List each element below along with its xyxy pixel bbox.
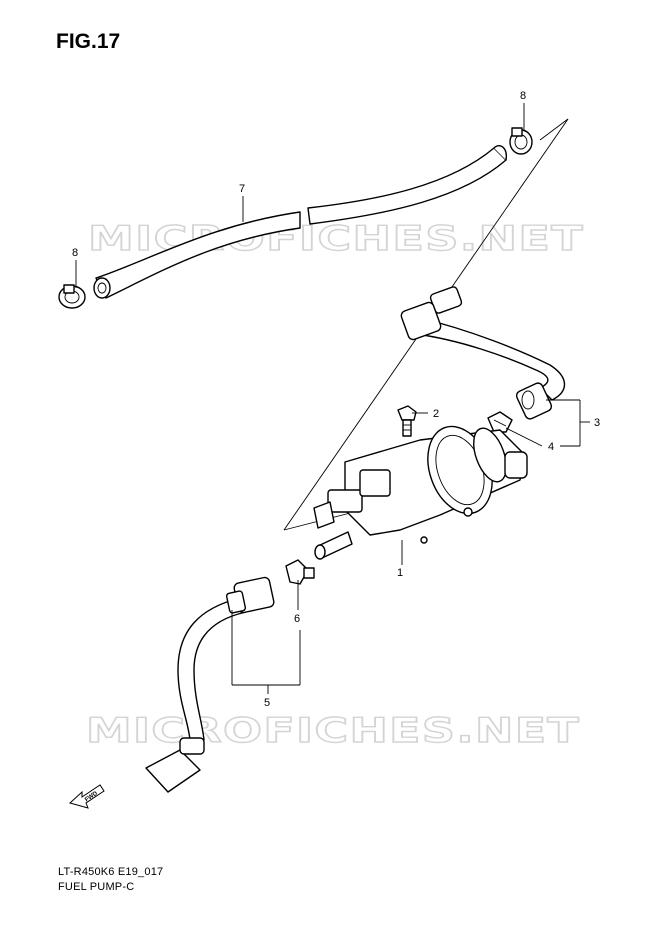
callout-2: 2 [433,408,439,420]
watermark-bottom: MICROFICHES.NET [86,711,580,751]
group-name: FUEL PUMP-C [58,881,135,893]
bolt-2 [397,405,417,437]
fuel-pump-1 [313,425,528,560]
figure-title: FIG.17 [56,30,121,53]
callout-8-top: 8 [520,90,526,102]
model-code: LT-R450K6 E19_017 [58,866,164,878]
callout-8-left: 8 [72,247,78,259]
hose-clamp-8-right [509,127,533,155]
callout-4: 4 [548,441,554,453]
callout-5: 5 [264,697,270,709]
fuel-outlet-hose-3 [400,286,566,420]
callout-6: 6 [294,613,300,625]
fuel-hose-7 [93,144,508,299]
callout-1: 1 [397,567,403,579]
clip-6 [285,559,315,585]
leader-lines [75,103,590,694]
forward-arrow-icon: FWD [68,784,105,809]
callout-3: 3 [594,417,600,429]
clip-4 [487,411,513,433]
fuel-inlet-hose-5 [145,576,275,793]
callout-7: 7 [239,183,245,195]
hose-clamp-8-left [58,284,86,309]
